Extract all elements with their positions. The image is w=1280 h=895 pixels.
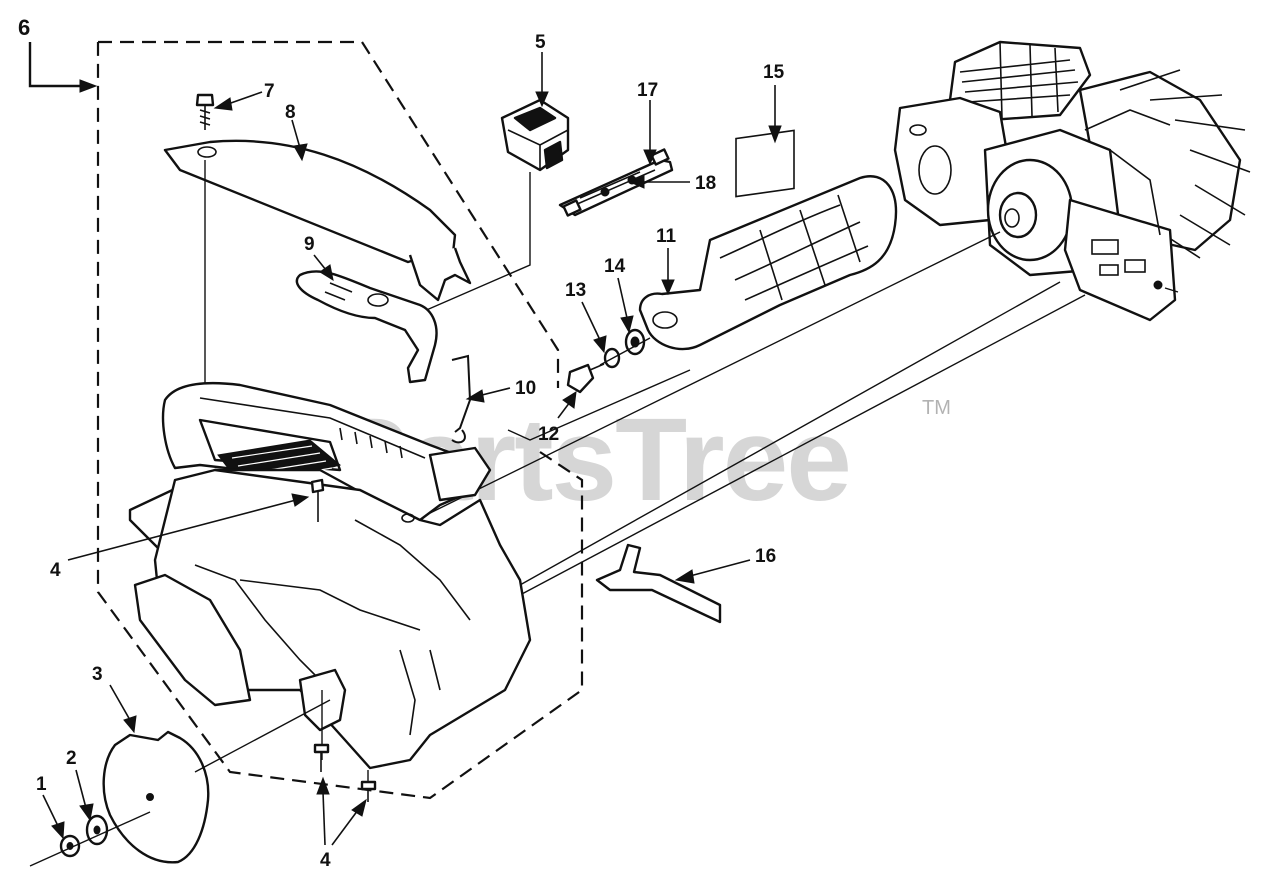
callout-7-arrow [213, 91, 263, 111]
callout-label-5: 5 [535, 32, 546, 53]
guide-line-d [507, 369, 691, 441]
callout-label-18: 18 [695, 173, 716, 194]
part-9-trigger [295, 270, 438, 384]
callout-5-arrow [535, 52, 549, 108]
callout-label-8: 8 [285, 102, 296, 123]
callout-1-arrow [42, 794, 65, 840]
callout-6-arrow [28, 42, 98, 93]
callout-label-11: 11 [656, 226, 677, 247]
part-5-switch [500, 98, 570, 172]
fastener-axis [599, 337, 651, 366]
guide-line-b [519, 281, 1061, 586]
callout-13-arrow [581, 301, 607, 354]
callout-label-7: 7 [264, 81, 275, 102]
engine-assembly [893, 40, 1251, 322]
main-housing [128, 382, 532, 770]
callout-label-15: 15 [763, 62, 785, 83]
nut-axis [29, 811, 151, 867]
cover-axis [194, 699, 331, 773]
callout-label-9: 9 [304, 234, 315, 255]
guide-line-a [419, 231, 1001, 519]
callout-2-arrow [75, 769, 94, 822]
callout-8-arrow [291, 119, 308, 162]
callout-3-arrow [109, 684, 137, 734]
switch-guide-line [414, 172, 531, 316]
callout-17-arrow [643, 100, 657, 166]
callout-label-4b: 4 [320, 850, 331, 871]
part-4-screw-left [313, 743, 330, 772]
callout-label-10: 10 [515, 378, 536, 399]
trademark: TM [922, 397, 951, 419]
callout-label-16: 16 [755, 546, 776, 567]
callout-label-4a: 4 [50, 560, 61, 581]
part-2-washer [85, 814, 109, 846]
part-1-nut [59, 834, 81, 858]
part-4-screw-right [360, 780, 377, 802]
part-7-screw [195, 93, 215, 130]
callout-11-arrow [661, 248, 675, 296]
assembly-boundary [96, 40, 584, 800]
callout-label-14: 14 [604, 256, 626, 277]
callout-label-2: 2 [66, 748, 77, 769]
callout-label-3: 3 [92, 664, 103, 685]
callout-label-6: 6 [18, 15, 30, 40]
callout-label-13: 13 [565, 280, 586, 301]
part-12-knob [566, 363, 605, 394]
callout-15-arrow [768, 85, 782, 144]
part-3-cover [102, 730, 210, 864]
callout-4b-arrows [316, 776, 367, 846]
part-15-decal [735, 129, 795, 198]
callout-9-arrow [313, 254, 334, 282]
callout-18-arrow [628, 175, 690, 189]
callout-4a-arrow [67, 493, 310, 561]
callout-label-17: 17 [637, 80, 658, 101]
guide-line-c [519, 294, 1086, 596]
callout-14-arrow [617, 277, 634, 334]
callout-label-12: 12 [538, 424, 559, 445]
part-11-air-filter [638, 175, 898, 351]
callout-label-1: 1 [36, 774, 47, 795]
part-8-handle [163, 139, 472, 302]
part-16-bracket [595, 543, 722, 624]
callout-12-arrow [557, 391, 577, 419]
callout-10-arrow [465, 387, 511, 403]
part-17-18-clip [558, 148, 674, 217]
callout-16-arrow [674, 559, 751, 584]
